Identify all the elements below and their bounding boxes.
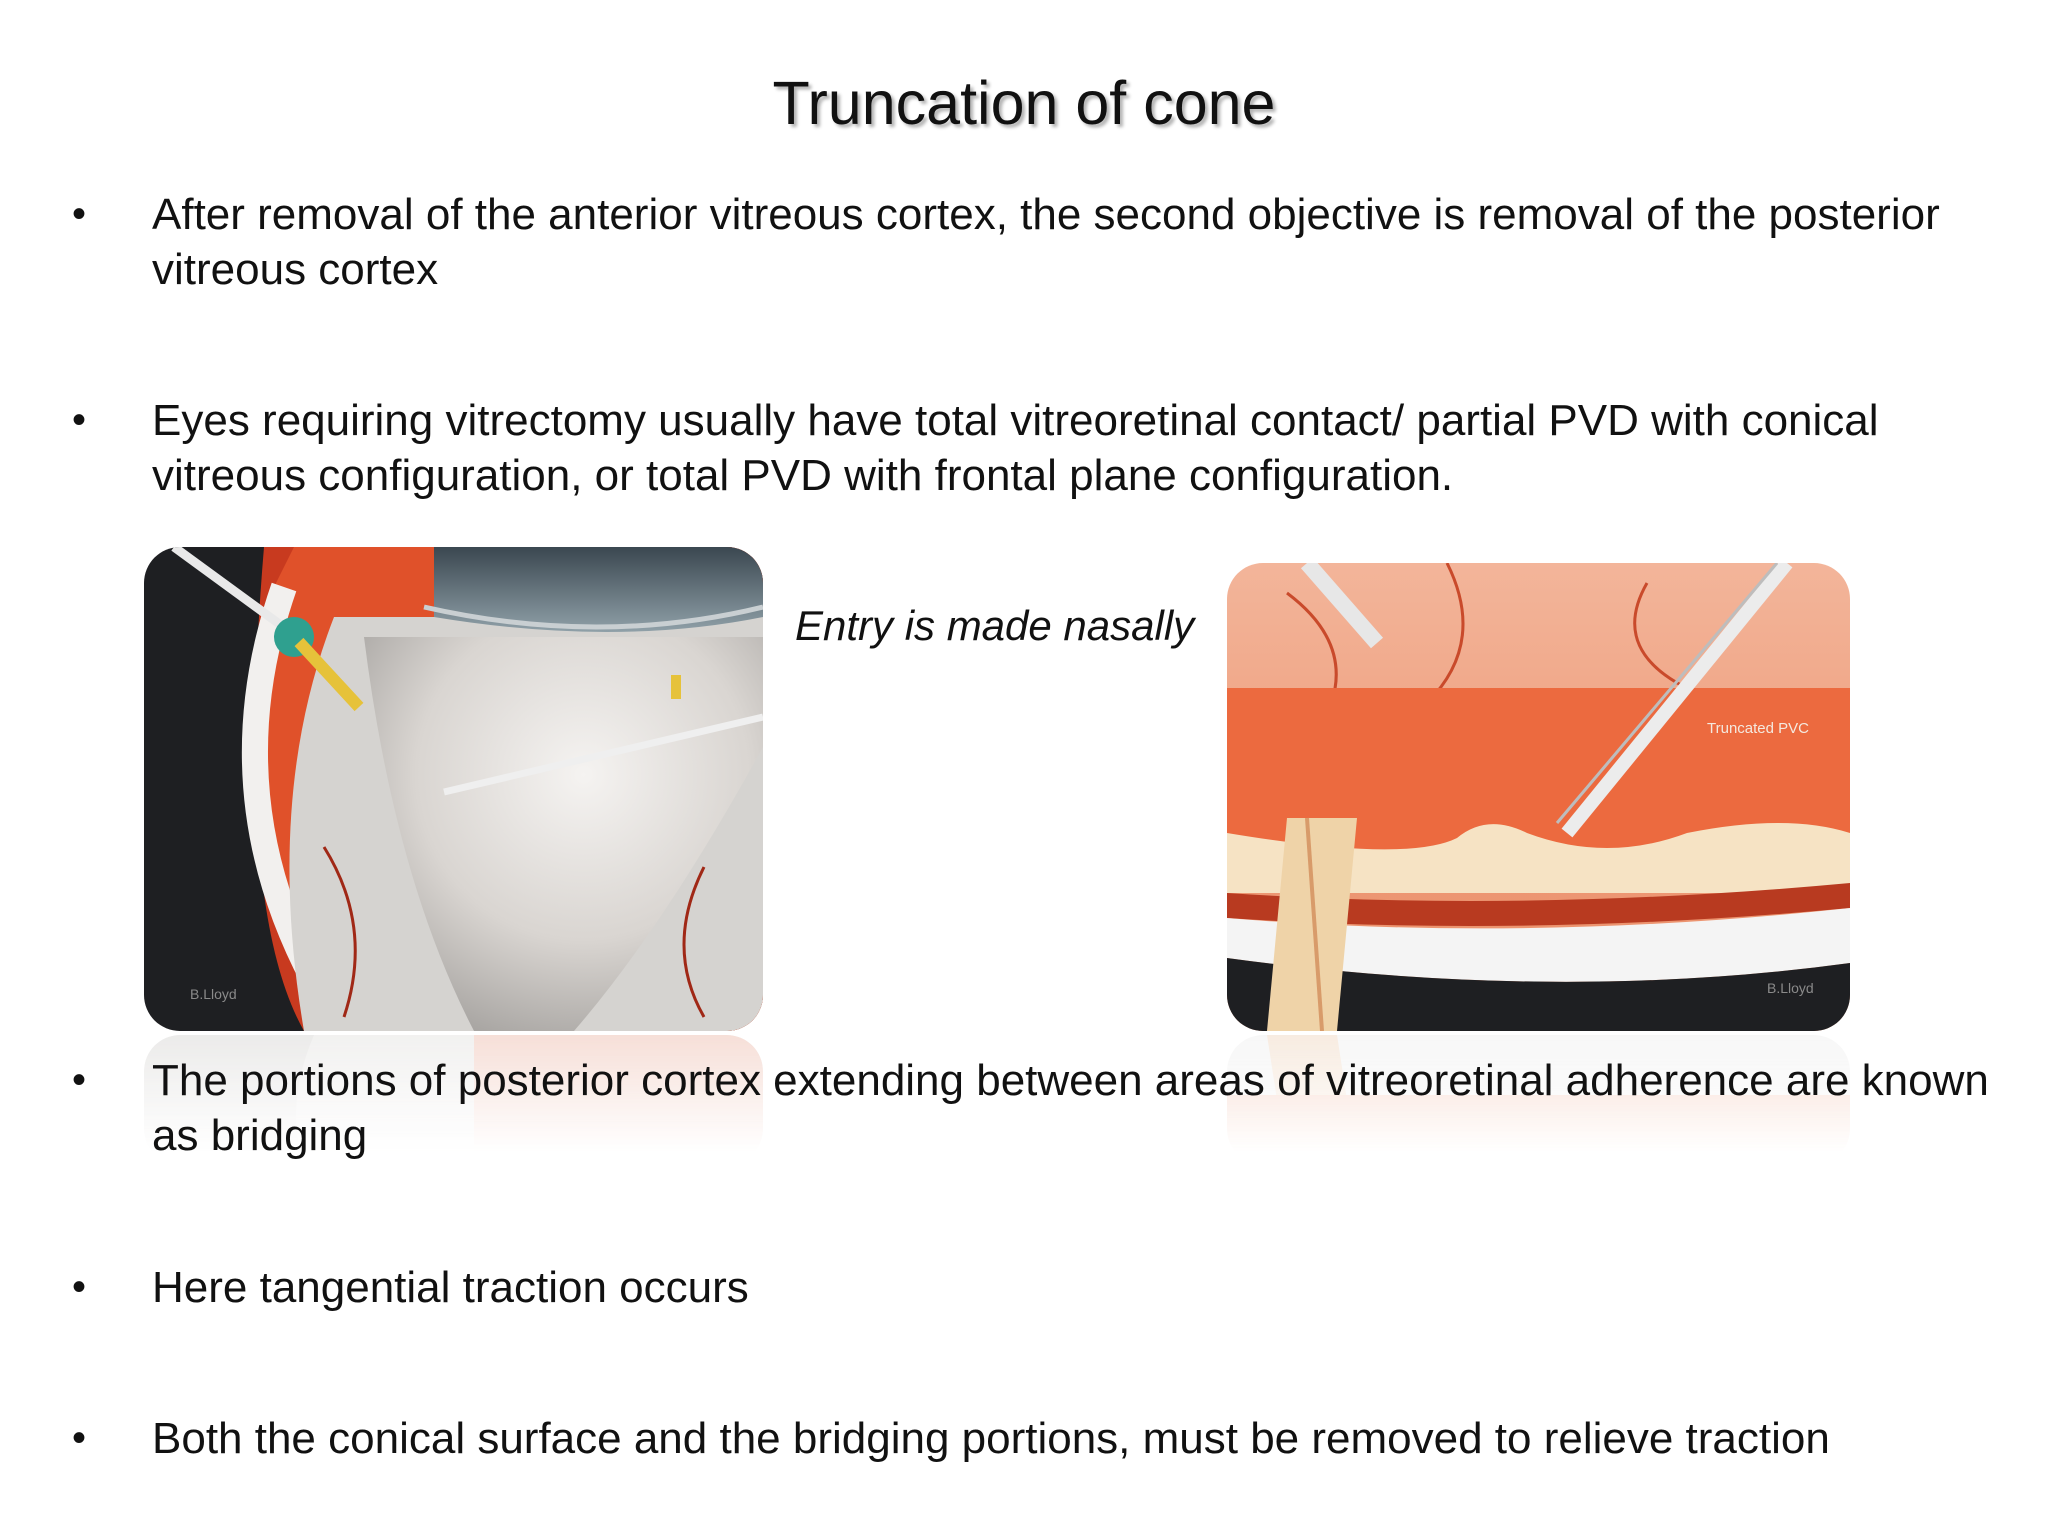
- signature-text: B.Lloyd: [1767, 980, 1814, 996]
- illustration-reflection: [1227, 1035, 1850, 1165]
- bullet-text: The portions of posterior cortex extendi…: [152, 1056, 1989, 1160]
- bullet-dot: •: [72, 192, 87, 236]
- slide-title: Truncation of cone: [772, 69, 1276, 137]
- truncated-pvc-label: Truncated PVC: [1707, 720, 1809, 737]
- vitreous-cone-illustration: B.Lloyd: [144, 547, 763, 1031]
- bullet-dot: •: [72, 1416, 87, 1460]
- bullet-dot: •: [72, 1265, 87, 1309]
- bullet-text: Eyes requiring vitrectomy usually have t…: [152, 396, 1879, 500]
- bullet-dot: •: [72, 398, 87, 442]
- bullet-text: Both the conical surface and the bridgin…: [152, 1414, 1830, 1463]
- truncated-pvc-illustration: Truncated PVC B.Lloyd: [1227, 563, 1850, 1031]
- illustration-reflection: [144, 1035, 763, 1165]
- bullet-text: Here tangential traction occurs: [152, 1263, 749, 1312]
- bullet-text: After removal of the anterior vitreous c…: [152, 190, 1940, 294]
- bullet-dot: •: [72, 1058, 87, 1102]
- signature-text: B.Lloyd: [190, 986, 237, 1002]
- figure-caption: Entry is made nasally: [795, 602, 1195, 649]
